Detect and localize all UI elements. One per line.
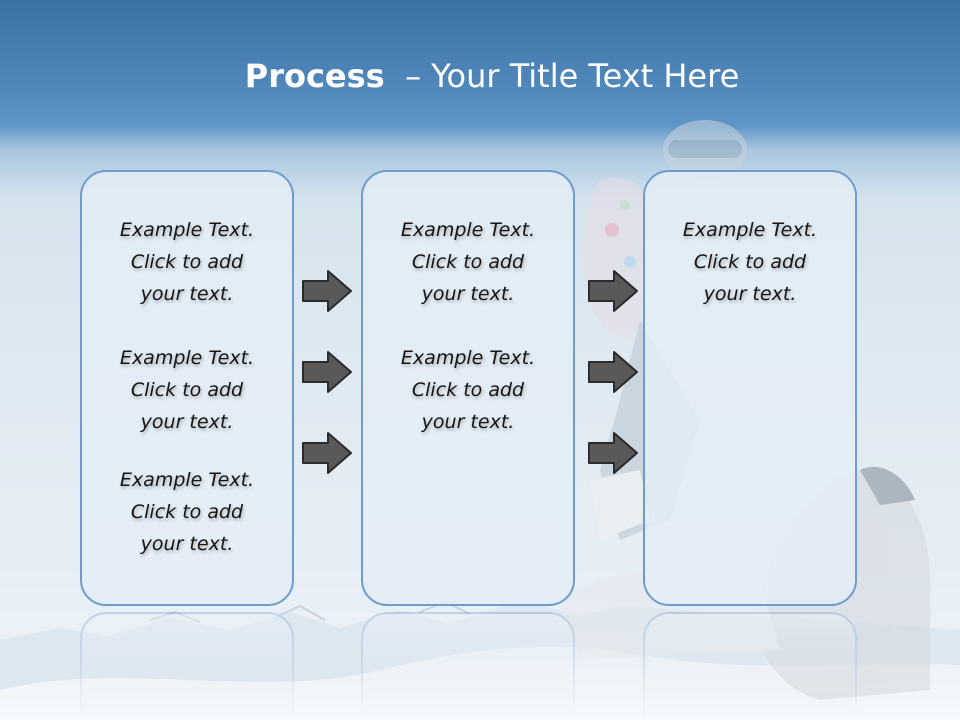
text-line: your text.: [140, 533, 234, 555]
text-line: Click to add: [130, 251, 244, 273]
text-line: Example Text.: [400, 347, 536, 369]
card-reflection-1: [80, 612, 294, 720]
text-line: Example Text.: [400, 219, 536, 241]
right-arrow-icon: [302, 351, 352, 393]
text-line: Click to add: [130, 501, 244, 523]
text-line: Example Text.: [682, 219, 818, 241]
right-arrow-icon: [302, 270, 352, 312]
text-line: Click to add: [693, 251, 807, 273]
right-arrow-icon: [588, 432, 638, 474]
text-line: Example Text.: [119, 469, 255, 491]
text-block[interactable]: Example Text. Click to add your text.: [363, 342, 573, 438]
text-line: your text.: [140, 411, 234, 433]
right-arrow-icon: [588, 351, 638, 393]
text-block[interactable]: Example Text. Click to add your text.: [82, 342, 292, 438]
title-bold: Process: [244, 57, 385, 95]
process-box-2[interactable]: Example Text. Click to add your text. Ex…: [361, 170, 575, 606]
text-line: Click to add: [411, 379, 525, 401]
card-reflection-2: [361, 612, 575, 720]
right-arrow-icon: [302, 432, 352, 474]
text-line: Click to add: [130, 379, 244, 401]
text-line: Example Text.: [119, 219, 255, 241]
right-arrow-icon: [588, 270, 638, 312]
title-rest: – Your Title Text Here: [405, 57, 740, 95]
slide-title[interactable]: Process – Your Title Text Here: [0, 56, 960, 96]
text-block[interactable]: Example Text. Click to add your text.: [82, 464, 292, 560]
text-line: your text.: [140, 283, 234, 305]
text-block[interactable]: Example Text. Click to add your text.: [645, 214, 855, 310]
text-block[interactable]: Example Text. Click to add your text.: [363, 214, 573, 310]
card-reflection-3: [643, 612, 857, 720]
text-block[interactable]: Example Text. Click to add your text.: [82, 214, 292, 310]
process-box-1[interactable]: Example Text. Click to add your text. Ex…: [80, 170, 294, 606]
process-box-3[interactable]: Example Text. Click to add your text.: [643, 170, 857, 606]
text-line: your text.: [421, 411, 515, 433]
text-line: your text.: [421, 283, 515, 305]
text-line: Example Text.: [119, 347, 255, 369]
text-line: your text.: [703, 283, 797, 305]
text-line: Click to add: [411, 251, 525, 273]
